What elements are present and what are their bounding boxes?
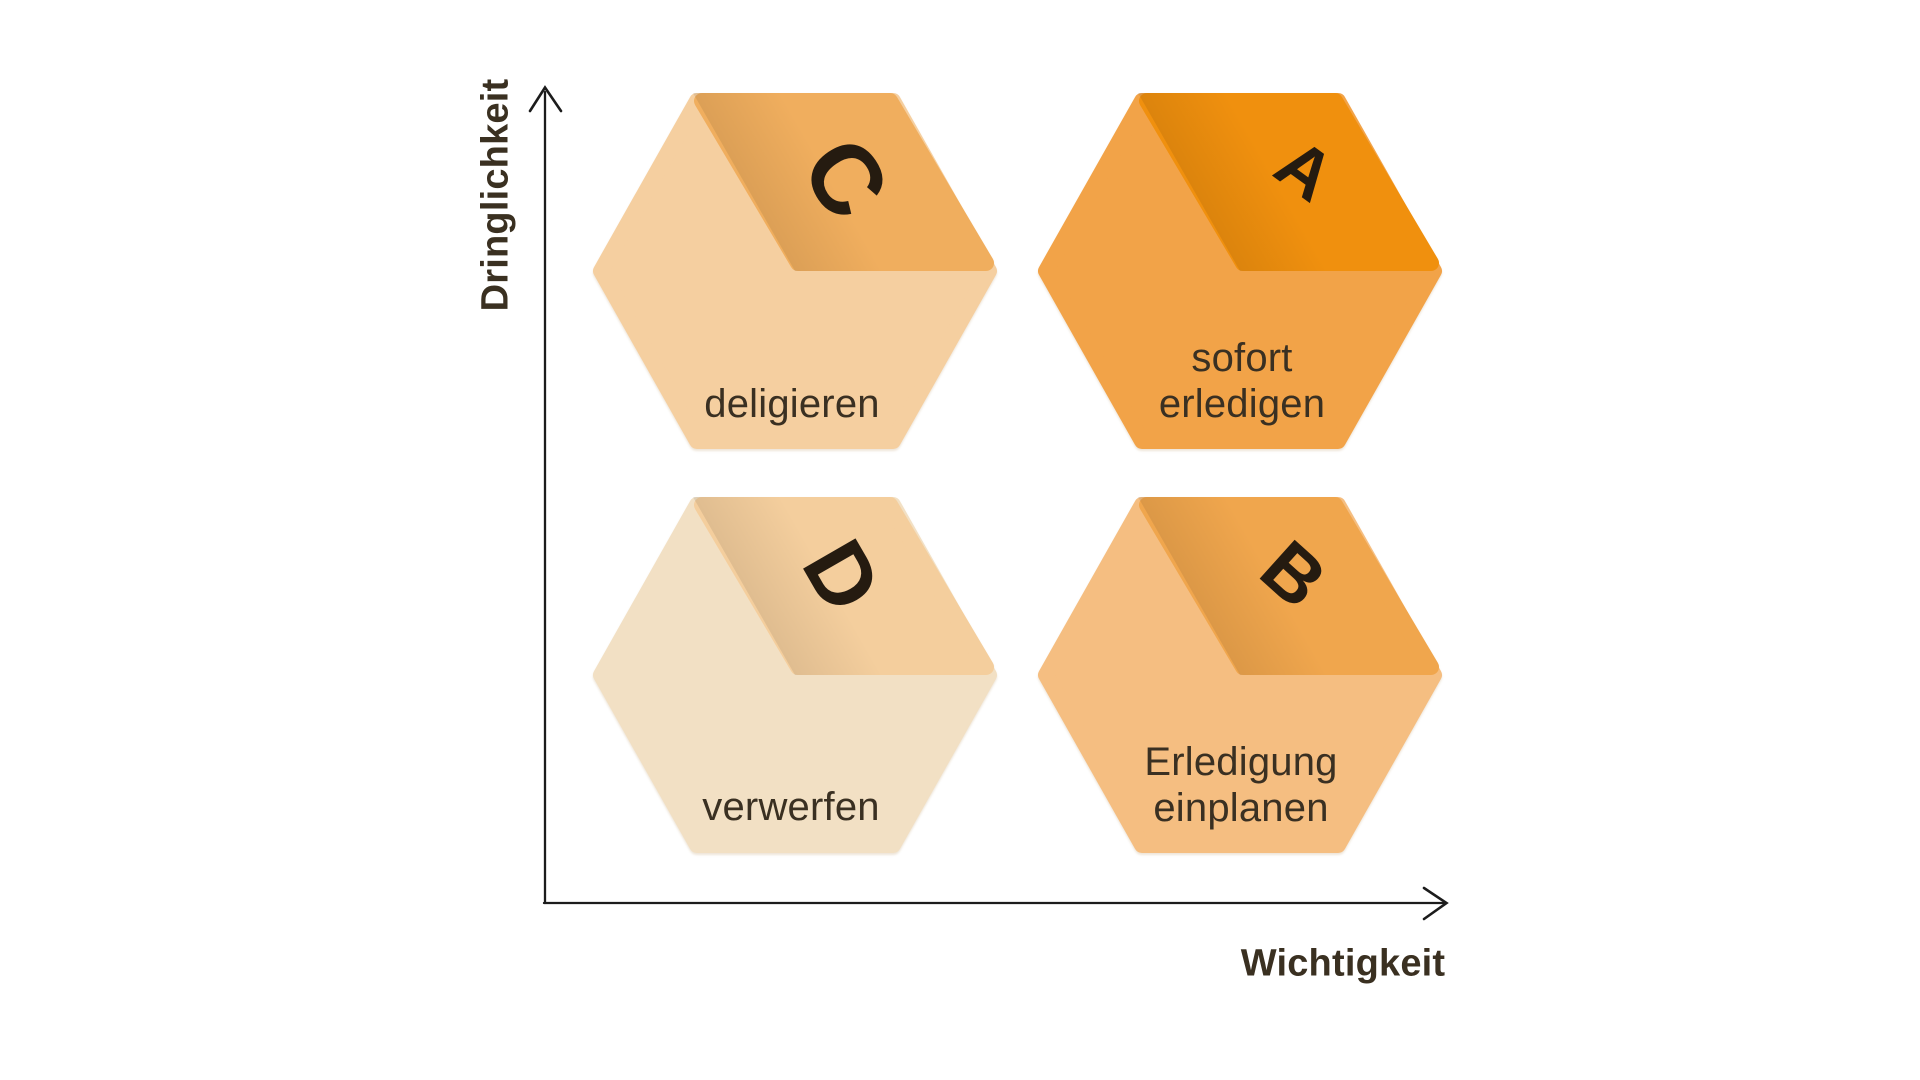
hexagon-a <box>1038 93 1445 449</box>
hexagon-c-fold-shading <box>693 93 1000 271</box>
hexagon-b <box>1038 497 1445 853</box>
hexagon-d <box>593 497 1000 853</box>
x-axis-arrowhead-icon <box>1422 886 1449 921</box>
quadrant-label-sofort-erledigen: sofort erledigen <box>1158 336 1326 426</box>
quadrant-label-verwerfen: verwerfen <box>702 785 880 829</box>
hexagon-b-fold-shading <box>1138 497 1445 675</box>
y-axis-arrowhead-icon <box>528 85 563 113</box>
hexagon-c <box>593 93 1000 449</box>
x-axis-label: Wichtigkeit <box>1240 942 1446 985</box>
quadrant-label-erledigung-einplanen: Erledigung einplanen <box>1144 740 1338 830</box>
hexagon-a-fold-shading <box>1138 93 1445 271</box>
quadrant-label-delegieren: deligieren <box>704 382 880 426</box>
hexagon-d-fold-shading <box>693 497 1000 675</box>
y-axis-label: Dringlichkeit <box>474 78 517 312</box>
